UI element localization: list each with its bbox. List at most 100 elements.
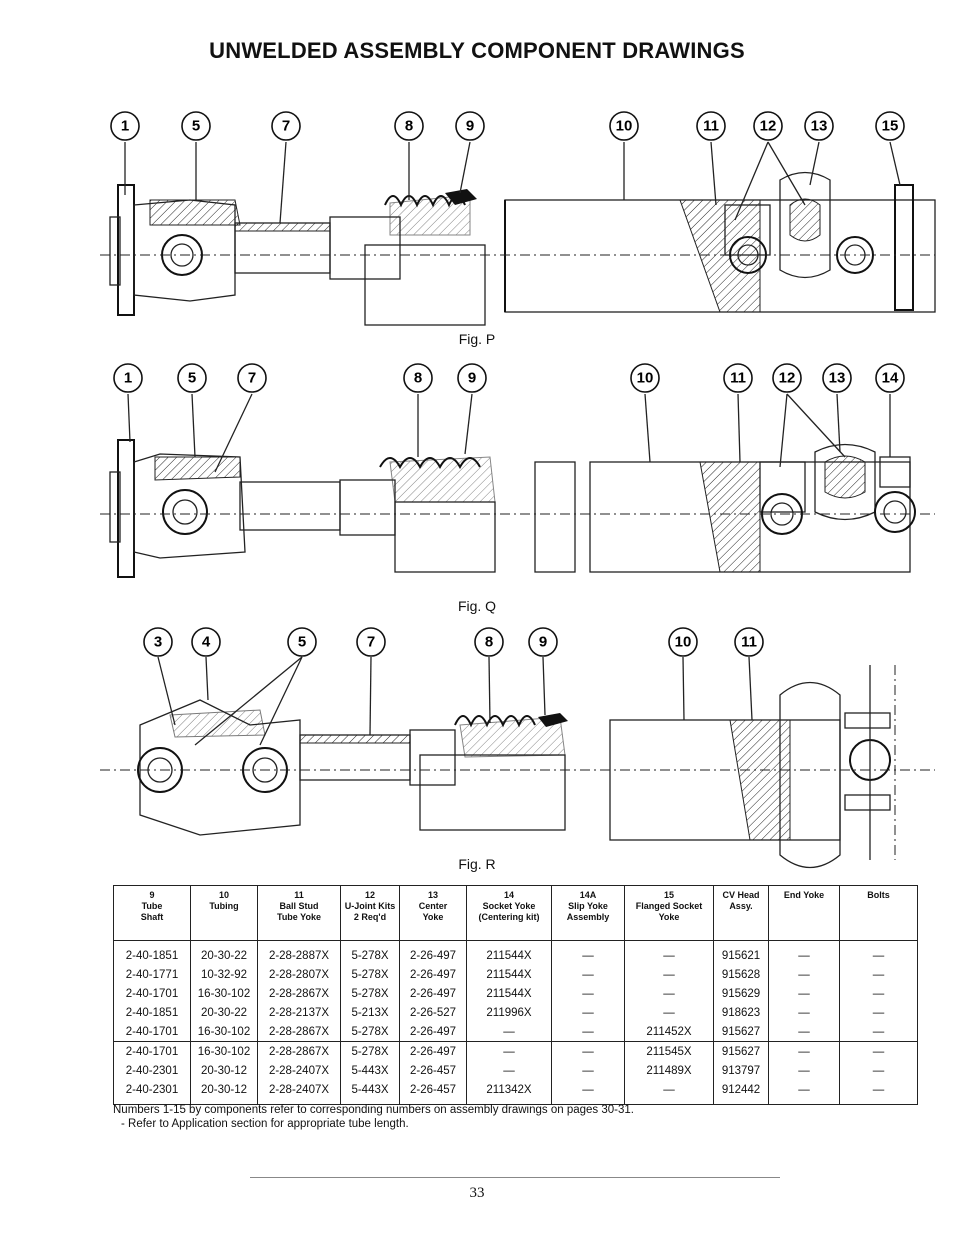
table-cell: 2-26-497 xyxy=(399,984,467,1003)
callout: 3 xyxy=(143,627,173,657)
column-header: 10 Tubing xyxy=(190,885,258,941)
table-cell: — xyxy=(839,1080,918,1105)
table-cell: 211342X xyxy=(466,1080,552,1105)
callout: 12 xyxy=(772,363,802,393)
column-header: 12 U-Joint Kits 2 Req'd xyxy=(340,885,400,941)
svg-text:11: 11 xyxy=(703,118,719,135)
column-header: End Yoke xyxy=(768,885,840,941)
table-cell: — xyxy=(768,1080,840,1105)
callout: 10 xyxy=(630,363,660,393)
callout: 4 xyxy=(191,627,221,657)
table-cell: — xyxy=(551,984,625,1003)
table-cell: — xyxy=(839,965,918,984)
svg-text:10: 10 xyxy=(675,634,692,651)
table-cell: 2-26-457 xyxy=(399,1080,467,1105)
callout: 13 xyxy=(822,363,852,393)
column-header: 11 Ball Stud Tube Yoke xyxy=(257,885,341,941)
figure-p-drawing xyxy=(100,141,936,326)
table-cell: 5-278X xyxy=(340,965,400,984)
svg-text:9: 9 xyxy=(466,118,474,135)
table-cell: — xyxy=(768,984,840,1003)
table-cell: — xyxy=(768,940,840,965)
table-cell: 2-40-1701 xyxy=(113,1022,191,1042)
callout: 9 xyxy=(455,111,485,141)
svg-text:11: 11 xyxy=(730,370,746,387)
table-cell: 915628 xyxy=(713,965,769,984)
callout: 5 xyxy=(177,363,207,393)
table-cell: 2-28-2407X xyxy=(257,1080,341,1105)
table-cell: — xyxy=(839,1022,918,1042)
svg-text:1: 1 xyxy=(121,118,129,135)
table-cell: 915627 xyxy=(713,1022,769,1042)
callout: 11 xyxy=(734,627,764,657)
figure-caption: Fig. P xyxy=(458,331,496,347)
table-cell: — xyxy=(768,1061,840,1080)
table-cell: 915627 xyxy=(713,1041,769,1061)
svg-text:1: 1 xyxy=(124,370,132,387)
table-cell: 2-26-497 xyxy=(399,1022,467,1042)
callout: 11 xyxy=(723,363,753,393)
table-cell: 2-40-1771 xyxy=(113,965,191,984)
table-cell: 20-30-22 xyxy=(190,940,258,965)
figure-caption: Fig. Q xyxy=(457,598,497,614)
table-cell: — xyxy=(551,1080,625,1105)
column-header: 9 Tube Shaft xyxy=(113,885,191,941)
figure-q-callouts: 1 5 7 8 9 10 11 12 13 14 xyxy=(113,363,905,393)
table-cell: 5-278X xyxy=(340,1022,400,1042)
table-cell: — xyxy=(624,940,714,965)
footnote-line-2: - Refer to Application section for appro… xyxy=(121,1118,409,1130)
svg-text:8: 8 xyxy=(414,370,422,387)
svg-text:7: 7 xyxy=(282,118,290,135)
svg-text:7: 7 xyxy=(367,634,375,651)
table-cell: — xyxy=(768,1041,840,1061)
table-cell: 915621 xyxy=(713,940,769,965)
callout: 11 xyxy=(696,111,726,141)
table-cell: 2-28-2887X xyxy=(257,940,341,965)
svg-text:7: 7 xyxy=(248,370,256,387)
table-cell: 5-278X xyxy=(340,940,400,965)
table-cell: — xyxy=(624,1080,714,1105)
callout: 15 xyxy=(875,111,905,141)
column-header: 15 Flanged Socket Yoke xyxy=(624,885,714,941)
svg-text:15: 15 xyxy=(882,118,899,135)
table-cell: 2-26-497 xyxy=(399,940,467,965)
table-cell: 16-30-102 xyxy=(190,1022,258,1042)
table-cell: 211996X xyxy=(466,1003,552,1022)
table-cell: — xyxy=(768,1003,840,1022)
footnote-line-1: Numbers 1-15 by components refer to corr… xyxy=(113,1104,634,1116)
svg-text:8: 8 xyxy=(485,634,493,651)
table-cell: — xyxy=(551,965,625,984)
table-cell: 211544X xyxy=(466,984,552,1003)
table-cell: 5-443X xyxy=(340,1080,400,1105)
table-cell: 10-32-92 xyxy=(190,965,258,984)
table-cell: 5-278X xyxy=(340,1041,400,1061)
table-cell: — xyxy=(551,1041,625,1061)
table-cell: 2-40-1851 xyxy=(113,940,191,965)
callout: 9 xyxy=(528,627,558,657)
svg-text:13: 13 xyxy=(811,118,828,135)
table-cell: 2-28-2867X xyxy=(257,984,341,1003)
table-cell: — xyxy=(551,1022,625,1042)
figure-p: 1 5 7 8 9 10 11 12 13 15 Fig. P xyxy=(0,105,954,355)
callout: 10 xyxy=(609,111,639,141)
table-cell: 20-30-12 xyxy=(190,1080,258,1105)
callout: 10 xyxy=(668,627,698,657)
table-cell: — xyxy=(768,1022,840,1042)
table-cell: — xyxy=(839,1061,918,1080)
column-header: 13 Center Yoke xyxy=(399,885,467,941)
svg-text:5: 5 xyxy=(298,634,306,651)
page-number: 33 xyxy=(469,1185,485,1201)
callout: 7 xyxy=(271,111,301,141)
table-cell: 16-30-102 xyxy=(190,984,258,1003)
callout: 1 xyxy=(110,111,140,141)
callout: 8 xyxy=(403,363,433,393)
table-cell: — xyxy=(839,1003,918,1022)
table-cell: — xyxy=(624,1003,714,1022)
table-cell: 2-40-1701 xyxy=(113,984,191,1003)
table-cell: — xyxy=(768,965,840,984)
